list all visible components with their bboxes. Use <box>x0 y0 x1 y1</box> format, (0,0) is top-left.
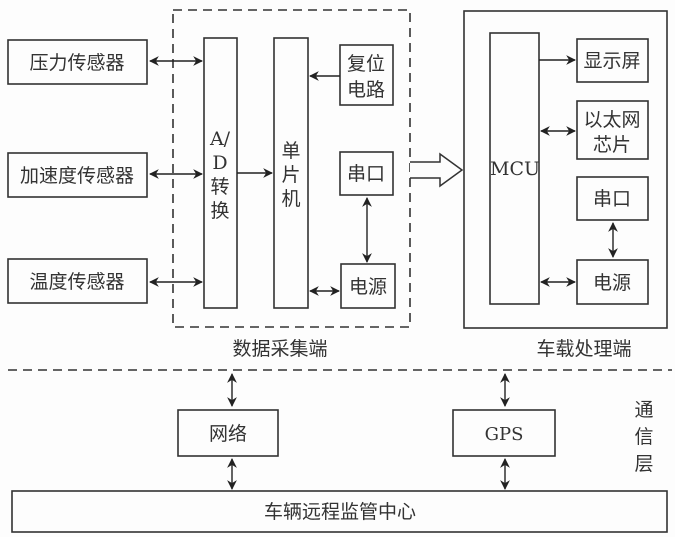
mcu-box <box>489 32 540 305</box>
gps-box <box>452 409 556 457</box>
acq-serial-label: 串口 <box>347 163 385 185</box>
reset-circuit-box <box>339 44 394 106</box>
vehicle-power-label: 电源 <box>593 272 631 294</box>
temperature-sensor-label: 温度传感器 <box>29 271 124 293</box>
acceleration-sensor-label: 加速度传感器 <box>20 165 134 187</box>
ad-line-3: 换 <box>210 200 229 222</box>
acceleration-sensor-box <box>7 152 148 198</box>
single-chip-box <box>273 37 309 309</box>
reset-line-1: 电路 <box>347 79 385 101</box>
display-label: 显示屏 <box>583 50 640 72</box>
mcu-label: MCU <box>490 158 540 180</box>
network-label: 网络 <box>209 423 247 445</box>
acq-power-label: 电源 <box>349 276 387 298</box>
vehicle-power-box <box>576 259 649 305</box>
ad-line-2: 转 <box>210 176 229 198</box>
reset-line-0: 复位 <box>347 53 385 75</box>
network-box <box>177 409 279 457</box>
layer-line-2: 层 <box>634 453 653 475</box>
chip-line-1: 片 <box>281 164 300 186</box>
ad-converter-box <box>203 37 238 309</box>
monitoring-center-label: 车辆远程监管中心 <box>264 501 416 523</box>
acquisition-label: 数据采集端 <box>232 338 327 360</box>
vehicle-label: 车载处理端 <box>536 338 631 360</box>
display-box <box>576 38 649 83</box>
pressure-sensor-label: 压力传感器 <box>29 52 124 74</box>
acq-serial-box <box>339 151 394 196</box>
acq-power-box <box>340 263 396 309</box>
chip-line-2: 机 <box>281 188 300 210</box>
ethernet-line-1: 芯片 <box>593 134 631 156</box>
layer-line-0: 通 <box>634 399 653 421</box>
vehicle-serial-box <box>576 176 649 221</box>
chip-line-0: 单 <box>281 140 300 162</box>
monitoring-center-box <box>11 490 668 533</box>
ad-line-0: A/ <box>209 128 231 150</box>
temperature-sensor-box <box>7 258 148 304</box>
layer-line-1: 信 <box>634 426 653 448</box>
transfer-arrow <box>410 152 464 188</box>
vehicle-serial-label: 串口 <box>593 188 631 210</box>
ad-line-1: D <box>212 152 227 174</box>
pressure-sensor-box <box>7 39 148 85</box>
gps-label: GPS <box>485 424 524 445</box>
ethernet-box <box>576 100 649 160</box>
ethernet-line-0: 以太网 <box>583 109 640 131</box>
